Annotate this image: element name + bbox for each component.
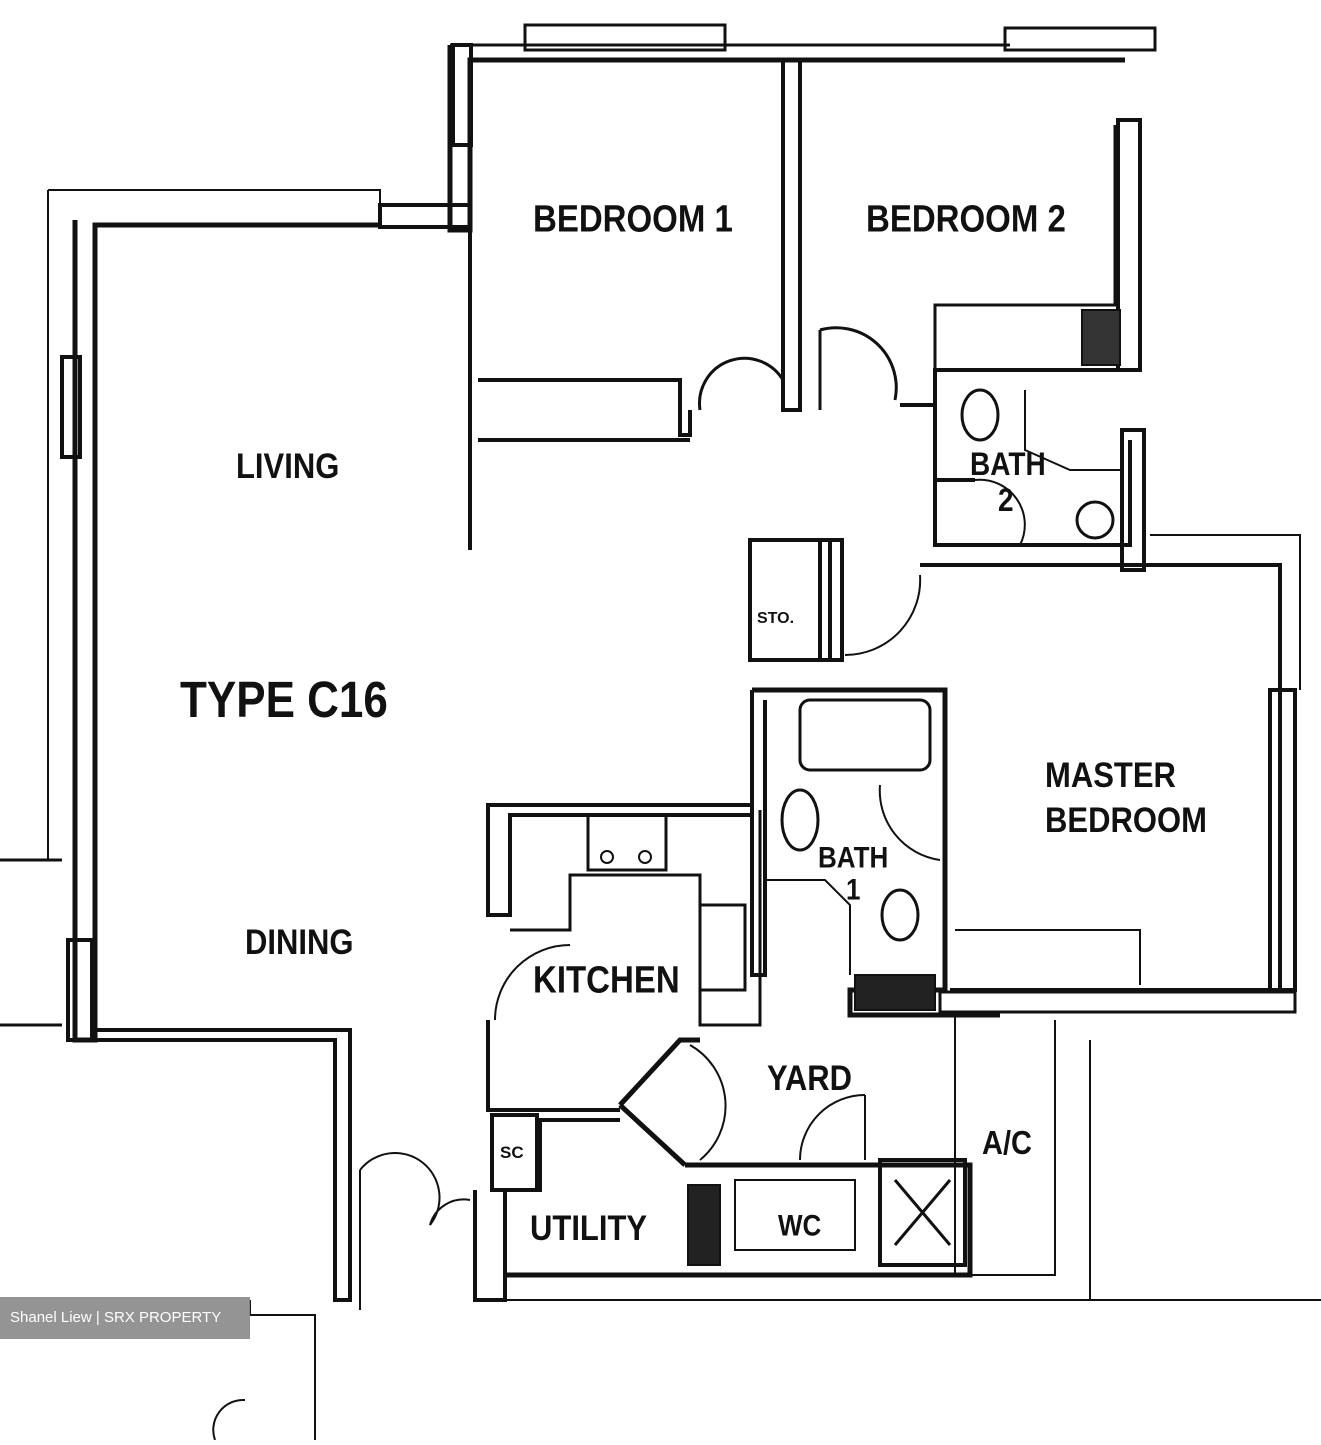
bath2-walls [933,370,1132,547]
master-door-swing [844,574,922,657]
kitchen-top-wall [486,803,754,917]
bedroom1-right-wall [781,60,802,412]
yard-door-swing [689,1044,727,1161]
store-room [748,538,832,662]
top-wall-stub [378,203,472,229]
bedroom2-right-wall [933,125,1117,375]
type-label: TYPE C16 [180,672,388,729]
bath1-door-swing [878,784,941,861]
hob-burner-1 [600,850,614,864]
bedroom1-left-window [451,43,473,147]
bedroom2-right-window [1116,118,1142,372]
bath1-label-line2: 1 [846,872,861,907]
master-wardrobe [955,929,1141,985]
bedroom1-door-swing [698,356,785,411]
living-label: LIVING [236,446,340,487]
store-wall-pillar [818,538,844,662]
living-window-frame [48,189,381,225]
wc-walls [505,1162,973,1278]
master-bottom-window [938,990,1297,1014]
master-label-line1: MASTER [1045,755,1176,796]
watermark-banner: Shanel Liew | SRX PROPERTY [0,1297,250,1339]
master-top-wall [920,563,1282,992]
entrance-door-bottom [212,1398,246,1441]
bedroom2-label: BEDROOM 2 [866,197,1066,240]
kitchen-label: KITCHEN [533,958,680,1001]
bath1-duct [854,974,936,1011]
store-label: STO. [757,610,795,627]
kitchen-door-swing [494,944,571,1021]
bath2-label-line2: 2 [998,482,1014,518]
yard-diagonal-walls [618,1037,700,1167]
ac-ledge [954,1015,1056,1276]
wc-label: WC [778,1208,822,1243]
bath2-toilet [960,388,1000,442]
sc-label: SC [500,1143,524,1162]
ac-label: A/C [982,1125,1032,1162]
living-window [60,355,82,459]
dining-label: DINING [245,922,354,963]
kitchen-hob [586,813,668,872]
main-door-swing [359,1152,471,1226]
bedroom1-bottom-wall [468,230,692,550]
bedroom1-window [523,23,727,52]
bath1-basin [780,788,820,852]
master-label-line2: BEDROOM [1045,800,1207,841]
hob-burner-2 [638,850,652,864]
dining-lower-wall [95,1028,352,1302]
bedroom2-door-swing [819,326,898,401]
bath1-toilet [880,888,920,942]
left-balcony-rail [0,858,62,1027]
living-outer-wall [72,220,380,1043]
dining-window [66,938,94,1042]
kitchen-sink [698,903,747,992]
wc-dark-panel [687,1184,721,1266]
master-top-outer [1150,534,1301,690]
wc-toilet [734,1179,856,1251]
bedroom2-wardrobe [1081,309,1121,366]
ac-unit [878,1158,967,1267]
bath2-door-swing [974,478,1026,546]
yard-door-swing-2 [799,1094,866,1161]
utility-label: UTILITY [530,1208,648,1249]
bedroom2-window [1003,26,1157,52]
bedroom1-label: BEDROOM 1 [533,197,733,240]
lower-right-outline [505,1040,1321,1301]
bath1-label-line1: BATH [818,840,889,875]
bath2-window [1120,428,1146,572]
bath1-partition [765,879,851,975]
entrance-walls [249,1170,361,1440]
bath2-basin [1075,500,1115,540]
kitchen-counter [510,810,762,1027]
yard-label: YARD [767,1058,852,1099]
kitchen-lower-wall [486,1020,620,1112]
bath1-bathtub [798,698,932,772]
bath2-partition [1024,390,1120,471]
bath2-label-line1: BATH [970,446,1046,482]
ac-cross [893,1179,952,1246]
master-right-window [1268,688,1297,992]
utility-walls [473,1118,620,1302]
